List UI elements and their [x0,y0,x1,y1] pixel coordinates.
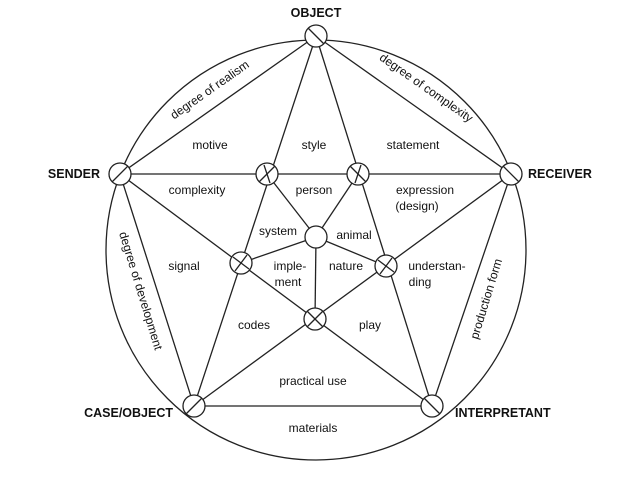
region-label-understanding-line1: understan- [408,259,465,273]
vertex-label-object: OBJECT [291,6,342,20]
region-label-expression-line2: (design) [395,199,438,213]
region-label-animal: animal [336,228,371,242]
vertex-label-case-object: CASE/OBJECT [84,406,173,420]
edge-label-production-form: production form [467,257,505,341]
region-label-system: system [259,224,297,238]
region-label-implement-line1: imple- [274,259,307,273]
vertex-label-sender: SENDER [48,167,100,181]
region-label-complexity: complexity [169,183,226,197]
region-label-codes: codes [238,318,270,332]
pentagram-lines [119,35,512,407]
region-label-understanding-line2: ding [409,275,432,289]
vertex-nodes [108,24,523,418]
region-label-nature: nature [329,259,363,273]
inner-nodes [229,162,398,331]
outer-pentagon [119,35,512,407]
region-label-implement-line2: ment [275,275,302,289]
edge-label-materials: materials [289,421,338,435]
region-label-person: person [296,183,333,197]
vertex-label-interpretant: INTERPRETANT [455,406,551,420]
center-node [304,225,328,249]
region-label-practical-use: practical use [279,374,347,388]
region-label-motive: motive [192,138,228,152]
region-label-signal: signal [168,259,199,273]
inner-spokes [240,173,387,320]
region-label-play: play [359,318,381,332]
region-label-style: style [302,138,327,152]
region-label-statement: statement [387,138,440,152]
vertex-label-receiver: RECEIVER [528,167,592,181]
region-label-expression-line1: expression [396,183,454,197]
